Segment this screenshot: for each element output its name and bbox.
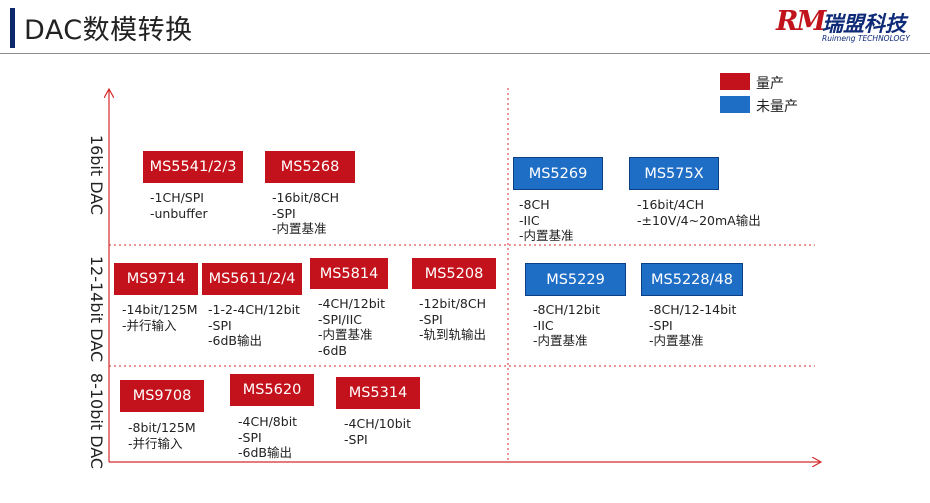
product-chip: MS9714 (114, 263, 198, 295)
product-desc: -8bit/125M-并行输入 (128, 420, 196, 451)
logo-name: 瑞盟科技 (822, 12, 906, 36)
product-chip: MS5314 (336, 377, 420, 409)
product-chip: MS5228/48 (641, 263, 743, 296)
axis-label-16bit: 16bit DAC (87, 134, 106, 216)
logo-mark: RM (776, 6, 826, 37)
legend-label-production: 量产 (756, 76, 784, 92)
product-desc: -16bit/8CH-SPI-内置基准 (272, 190, 340, 236)
logo-subtitle: Ruimeng TECHNOLOGY (822, 34, 910, 43)
product-chip: MS5269 (513, 157, 603, 190)
product-desc: -16bit/4CH-±10V/4~20mA输出 (637, 197, 761, 228)
product-desc: -14bit/125M-并行输入 (122, 302, 198, 333)
product-chip: MS5611/2/4 (202, 263, 302, 295)
product-desc: -8CH/12-14bit-SPI-内置基准 (649, 302, 737, 348)
product-desc: -8CH/12bit-IIC-内置基准 (533, 302, 601, 348)
product-desc: -1CH/SPI-unbuffer (150, 190, 208, 221)
legend-label-nonproduction: 未量产 (756, 99, 798, 115)
product-desc: -12bit/8CH-SPI-轨到轨输出 (419, 296, 487, 342)
product-chip: MS5229 (525, 263, 626, 296)
page-title: DAC数模转换 (24, 15, 193, 46)
company-logo: RM 瑞盟科技 Ruimeng TECHNOLOGY (776, 6, 926, 46)
legend-swatch-nonproduction (720, 96, 750, 113)
product-chip: MS9708 (120, 380, 204, 412)
product-chip: MS575X (629, 157, 719, 190)
legend-swatch-production (720, 73, 750, 90)
product-desc: -1-2-4CH/12bit-SPI-6dB输出 (208, 302, 300, 348)
header-divider (0, 53, 930, 54)
title-accent-bar (10, 8, 15, 48)
product-chip: MS5620 (230, 374, 314, 406)
product-chip: MS5268 (265, 151, 355, 183)
product-chip: MS5208 (412, 258, 496, 289)
product-desc: -4CH/8bit-SPI-6dB输出 (238, 414, 298, 460)
axis-label-8-10bit: 8-10bit DAC (87, 372, 106, 470)
product-desc: -4CH/12bit-SPI/IIC-内置基准-6dB (318, 296, 386, 358)
product-desc: -4CH/10bit-SPI (344, 416, 412, 447)
product-chip: MS5541/2/3 (143, 151, 243, 183)
product-desc: -8CH-IIC-内置基准 (519, 197, 574, 243)
product-chip: MS5814 (310, 258, 388, 289)
